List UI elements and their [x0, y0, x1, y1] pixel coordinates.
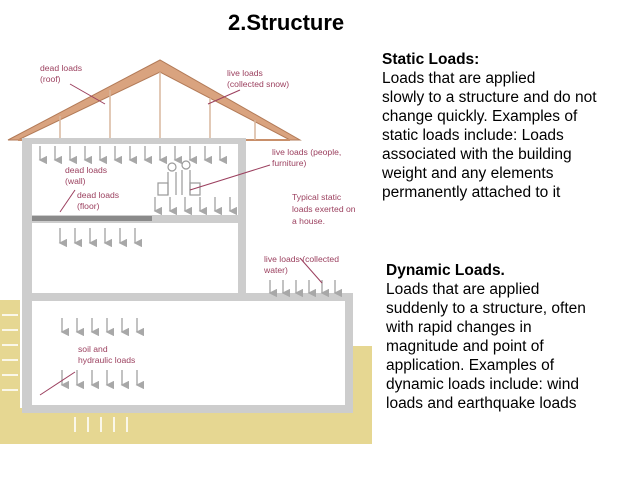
- label-typical-static: a house.: [292, 216, 325, 226]
- slide-title: 2.Structure: [228, 10, 345, 35]
- soil-ground-lower: [0, 408, 372, 444]
- static-loads-line: slowly to a structure and do not: [382, 89, 597, 106]
- label-dead-loads-wall: dead loads: [65, 165, 107, 175]
- static-loads-panel: Static Loads: Loads that are applied slo…: [382, 50, 638, 202]
- label-dead-loads-floor: (floor): [77, 201, 100, 211]
- furniture-load-arrows: [153, 197, 237, 216]
- ground-floor-load-arrows: [60, 318, 144, 337]
- label-typical-static: loads exerted on: [292, 204, 356, 214]
- floor-dark-band: [32, 216, 152, 221]
- dynamic-loads-line: magnitude and point of: [386, 338, 544, 355]
- static-loads-line: associated with the building: [382, 146, 572, 163]
- dynamic-loads-line: with rapid changes in: [386, 319, 532, 336]
- roof-truss: [59, 72, 256, 140]
- house-loads-diagram: dead loads (roof) live loads (collected …: [0, 59, 372, 444]
- right-wall-lower: [345, 295, 353, 410]
- dynamic-loads-panel: Dynamic Loads. Loads that are applied su…: [386, 261, 626, 413]
- basement-load-arrows: [60, 370, 144, 390]
- basement-floor: [22, 405, 353, 413]
- label-live-loads-water: live loads (collected: [264, 254, 339, 264]
- label-dead-loads-wall: (wall): [65, 176, 86, 186]
- label-live-loads-snow: (collected snow): [227, 79, 289, 89]
- static-loads-line: permanently attached to it: [382, 184, 561, 201]
- label-dead-loads-roof: (roof): [40, 74, 61, 84]
- dynamic-loads-line: application. Examples of: [386, 357, 555, 374]
- attic-load-arrows: [38, 146, 227, 165]
- static-loads-heading: Static Loads:: [382, 51, 480, 68]
- label-typical-static: Typical static: [292, 192, 342, 202]
- label-dead-loads-roof: dead loads: [40, 63, 82, 73]
- dynamic-loads-line: suddenly to a structure, often: [386, 300, 586, 317]
- dynamic-loads-line: dynamic loads include: wind: [386, 376, 579, 393]
- label-soil-hydraulic: hydraulic loads: [78, 355, 135, 365]
- floor-load-arrows: [58, 228, 142, 248]
- label-soil-hydraulic: soil and: [78, 344, 108, 354]
- dynamic-loads-line: loads and earthquake loads: [386, 395, 577, 412]
- dynamic-loads-line: Loads that are applied: [386, 281, 540, 298]
- water-load-arrows: [268, 280, 342, 298]
- label-live-loads-people: furniture): [272, 158, 307, 168]
- left-wall: [22, 140, 32, 412]
- attic-floor: [22, 138, 246, 144]
- static-loads-line: Loads that are applied: [382, 70, 536, 87]
- soil-lateral-arrows: [2, 314, 18, 391]
- label-dead-loads-floor: dead loads: [77, 190, 119, 200]
- dynamic-loads-heading: Dynamic Loads.: [386, 262, 505, 279]
- label-live-loads-snow: live loads: [227, 68, 263, 78]
- label-leader-lines: [39, 83, 323, 396]
- static-loads-line: static loads include: Loads: [382, 127, 564, 144]
- label-live-loads-water: water): [263, 265, 288, 275]
- people-furniture-icon: [157, 160, 201, 196]
- ground-floor: [22, 293, 353, 301]
- label-live-loads-people: live loads (people,: [272, 147, 341, 157]
- balcony-slab: [246, 293, 345, 299]
- static-loads-line: weight and any elements: [382, 165, 554, 182]
- static-loads-line: change quickly. Examples of: [382, 108, 578, 125]
- soil-upward-arrows: [74, 417, 128, 432]
